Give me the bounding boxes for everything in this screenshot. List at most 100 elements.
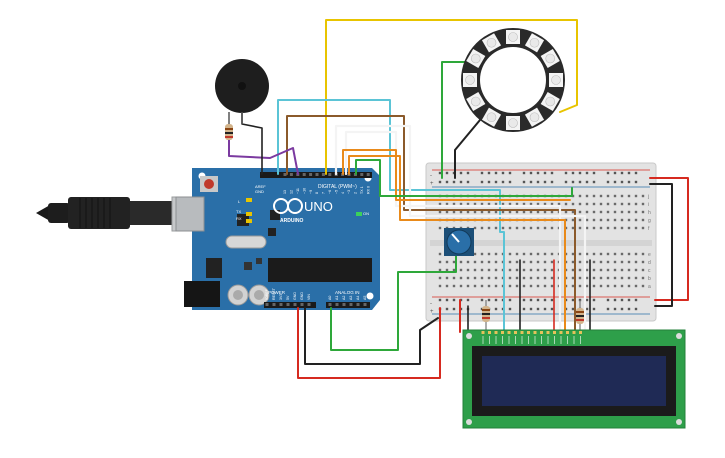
terminal-hole [543,260,547,264]
rail-hole [585,171,589,175]
rail-hole [634,180,638,184]
ring-led-lens [508,118,518,128]
rail-hole [522,180,526,184]
ring-led-lens [545,96,556,107]
terminal-hole [487,260,491,264]
rail-hole [480,180,484,184]
rail-hole [571,180,575,184]
terminal-hole [473,260,477,264]
rail-hole [613,307,617,311]
model-label: UNO [304,199,333,214]
ring-led-lens [508,32,518,42]
rail-hole [564,171,568,175]
terminal-hole [438,226,442,230]
wire-brown [286,115,576,331]
terminal-hole [585,268,589,272]
wire-purple-buzzer [228,139,299,175]
terminal-hole [641,202,645,206]
pin-label: 12 [290,190,294,194]
terminal-hole [487,276,491,280]
terminal-hole [445,284,449,288]
terminal-hole [536,202,540,206]
terminal-hole [459,268,463,272]
rail-hole [536,180,540,184]
rail-hole [438,171,442,175]
terminal-hole [578,210,582,214]
lcd-pin [559,331,563,334]
terminal-hole [438,276,442,280]
rail-hole [592,307,596,311]
terminal-hole [473,268,477,272]
terminal-hole [599,284,603,288]
terminal-hole [627,252,631,256]
ring-led-lens [470,53,481,64]
terminal-hole [480,260,484,264]
rail-hole [585,298,589,302]
terminal-hole [480,252,484,256]
terminal-hole [466,276,470,280]
ring-led-lens [486,37,497,48]
terminal-hole [620,226,624,230]
rail-hole [501,180,505,184]
wire-orange-2 [348,155,566,331]
terminal-hole [550,268,554,272]
terminal-hole [620,218,624,222]
rail-hole [529,307,533,311]
terminal-hole [641,252,645,256]
terminal-hole [529,284,533,288]
digital-header-label: DIGITAL (PWM~) [318,184,357,190]
terminal-hole [438,202,442,206]
terminal-hole [543,268,547,272]
terminal-hole [585,218,589,222]
terminal-hole [508,226,512,230]
rail-hole [543,298,547,302]
lcd-pin [553,331,556,334]
pin-label: ~3 [347,190,351,194]
terminal-hole [641,210,645,214]
rail-hole [445,171,449,175]
terminal-hole [452,276,456,280]
terminal-hole [522,276,526,280]
rail-hole [459,180,463,184]
rail-hole [480,171,484,175]
lcd-16x2 [462,329,686,429]
terminal-hole [613,218,617,222]
terminal-hole [599,268,603,272]
terminal-hole [606,218,610,222]
terminal-hole [536,268,540,272]
terminal-hole [466,202,470,206]
terminal-hole [599,252,603,256]
rail-hole [459,171,463,175]
rail-hole [550,171,554,175]
row-letter: a [648,284,651,290]
terminal-hole [613,268,617,272]
terminal-hole [606,284,610,288]
lcd-pin [527,331,530,334]
rail-hole [634,298,638,302]
terminal-hole [592,284,596,288]
terminal-hole [627,202,631,206]
terminal-hole [529,210,533,214]
terminal-hole [634,284,638,288]
terminal-hole [543,252,547,256]
terminal-hole [438,252,442,256]
terminal-hole [571,252,575,256]
terminal-hole [473,284,477,288]
terminal-hole [606,226,610,230]
ring-led-lens [551,75,561,85]
pin-label: A0 [328,296,332,300]
terminal-hole [529,268,533,272]
terminal-hole [515,252,519,256]
terminal-hole [452,284,456,288]
terminal-hole [487,252,491,256]
terminal-hole [613,226,617,230]
tx-led-label: TX [236,209,241,214]
arduino-logo [273,198,303,214]
pin-label: A4 [356,296,360,300]
pin-label: 3V3 [279,294,283,300]
terminal-hole [564,210,568,214]
microcontroller-chip [268,258,372,282]
lcd-pin [514,331,517,334]
